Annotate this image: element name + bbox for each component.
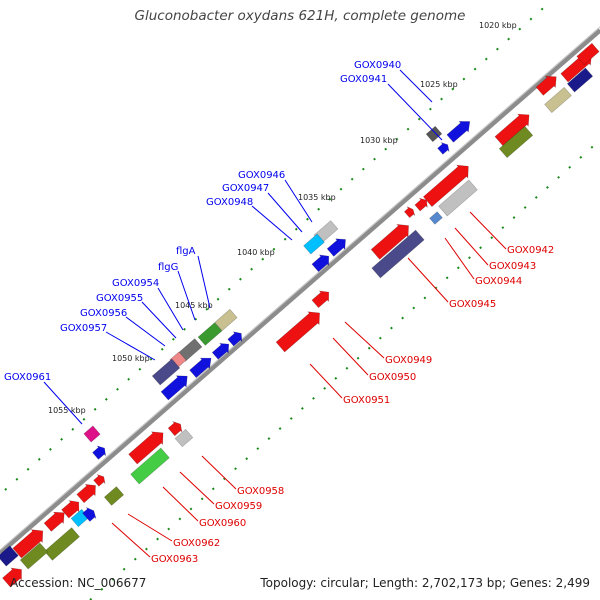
gene-arrow[interactable] [535, 71, 561, 97]
gene-block[interactable] [438, 179, 478, 217]
gene-arrow[interactable] [422, 160, 474, 208]
gene-arrow[interactable] [226, 329, 245, 348]
gene-arrow[interactable] [76, 480, 101, 504]
gene-block[interactable] [544, 86, 572, 114]
gene-label[interactable]: GOX0944 [475, 276, 522, 287]
gene-label[interactable]: GOX0954 [112, 278, 159, 289]
gene-label[interactable]: GOX0961 [4, 372, 51, 383]
gene-label[interactable]: GOX0962 [173, 538, 220, 549]
gene-label[interactable]: GOX0958 [237, 486, 284, 497]
gene-arrow[interactable] [275, 307, 325, 354]
gene-arrow[interactable] [311, 287, 334, 309]
gene-block[interactable] [498, 125, 534, 159]
kbp-label: 1040 kbp [237, 248, 275, 257]
gene-arrow[interactable] [12, 524, 49, 559]
gene-arrow[interactable] [370, 219, 414, 261]
reverse-leader-lines [111, 211, 507, 558]
gene-label[interactable]: GOX0960 [199, 518, 246, 529]
gene-label[interactable]: flgA [176, 246, 196, 257]
upper-tick-line [4, 1, 551, 491]
gene-label[interactable]: GOX0940 [354, 60, 401, 71]
gene-block[interactable] [83, 425, 101, 443]
gene-label[interactable]: GOX0956 [80, 308, 127, 319]
gene-arrow[interactable] [91, 443, 109, 461]
gene-arrow[interactable] [403, 205, 417, 219]
gene-block[interactable] [566, 67, 594, 93]
gene-block[interactable] [576, 42, 600, 66]
reverse-gene-labels: GOX0942 GOX0943 GOX0944 GOX0945 GOX0949 … [151, 245, 554, 565]
gene-label[interactable]: GOX0942 [507, 245, 554, 256]
accession-text: Accession: NC_006677 [10, 576, 147, 590]
gene-arrow[interactable] [60, 496, 83, 519]
gene-block[interactable] [103, 486, 125, 506]
gene-arrow[interactable] [446, 116, 475, 144]
gene-block[interactable] [197, 322, 223, 346]
forward-gene-labels: GOX0940 GOX0941 GOX0946 GOX0947 GOX0948 … [4, 60, 401, 383]
gene-arrow[interactable] [43, 507, 69, 533]
gene-arrow[interactable] [436, 140, 451, 156]
gene-label[interactable]: GOX0957 [60, 323, 107, 334]
gene-arrow[interactable] [1, 563, 27, 588]
gene-label[interactable]: GOX0963 [151, 554, 198, 565]
gene-block[interactable] [151, 358, 181, 386]
map-title: Gluconobacter oxydans 621H, complete gen… [134, 8, 466, 24]
kbp-label: 1050 kbp [112, 354, 150, 363]
gene-arrow[interactable] [211, 339, 233, 361]
gene-arrow[interactable] [414, 196, 431, 213]
gene-label[interactable]: GOX0945 [449, 299, 496, 310]
gene-label[interactable]: GOX0948 [206, 197, 253, 208]
gene-arrow[interactable] [92, 472, 107, 488]
kbp-label: 1020 kbp [479, 21, 517, 30]
gene-arrow[interactable] [160, 370, 192, 401]
gene-label[interactable]: GOX0943 [489, 261, 536, 272]
kbp-label: 1035 kbp [298, 193, 336, 202]
backbone-highlight [0, 26, 600, 551]
gene-block[interactable] [19, 542, 49, 570]
gene-block[interactable] [425, 125, 443, 143]
gene-block[interactable] [214, 308, 238, 332]
gene-arrow[interactable] [167, 419, 185, 437]
gene-label[interactable]: GOX0955 [96, 293, 143, 304]
genome-summary-text: Topology: circular; Length: 2,702,173 bp… [260, 576, 590, 590]
gene-arrow[interactable] [127, 426, 168, 465]
gene-label[interactable]: GOX0951 [343, 395, 390, 406]
gene-block[interactable] [303, 233, 325, 255]
gene-block[interactable] [174, 428, 194, 448]
gene-arrow[interactable] [311, 251, 334, 273]
kbp-label: 1045 kbp [175, 301, 213, 310]
gene-label[interactable]: GOX0941 [340, 74, 387, 85]
genome-backbone [0, 28, 600, 555]
gene-arrow[interactable] [188, 353, 215, 379]
gene-arrow[interactable] [326, 234, 350, 258]
gene-block[interactable] [371, 229, 425, 279]
gene-block[interactable] [0, 545, 19, 567]
gene-label[interactable]: flgG [158, 262, 178, 273]
gene-label[interactable]: GOX0959 [215, 501, 262, 512]
gene-block[interactable] [44, 527, 80, 561]
kbp-label: 1055 kbp [48, 406, 86, 415]
kbp-label: 1030 kbp [360, 136, 398, 145]
gene-label[interactable]: GOX0946 [238, 170, 285, 181]
kbp-label: 1025 kbp [420, 80, 458, 89]
gene-features [0, 42, 600, 588]
gene-block[interactable] [429, 211, 443, 225]
gene-block[interactable] [130, 447, 170, 485]
gene-arrow[interactable] [81, 505, 98, 523]
gene-label[interactable]: GOX0950 [369, 372, 416, 383]
gene-label[interactable]: GOX0949 [385, 355, 432, 366]
gene-label[interactable]: GOX0947 [222, 183, 269, 194]
forward-leader-lines [43, 69, 443, 425]
